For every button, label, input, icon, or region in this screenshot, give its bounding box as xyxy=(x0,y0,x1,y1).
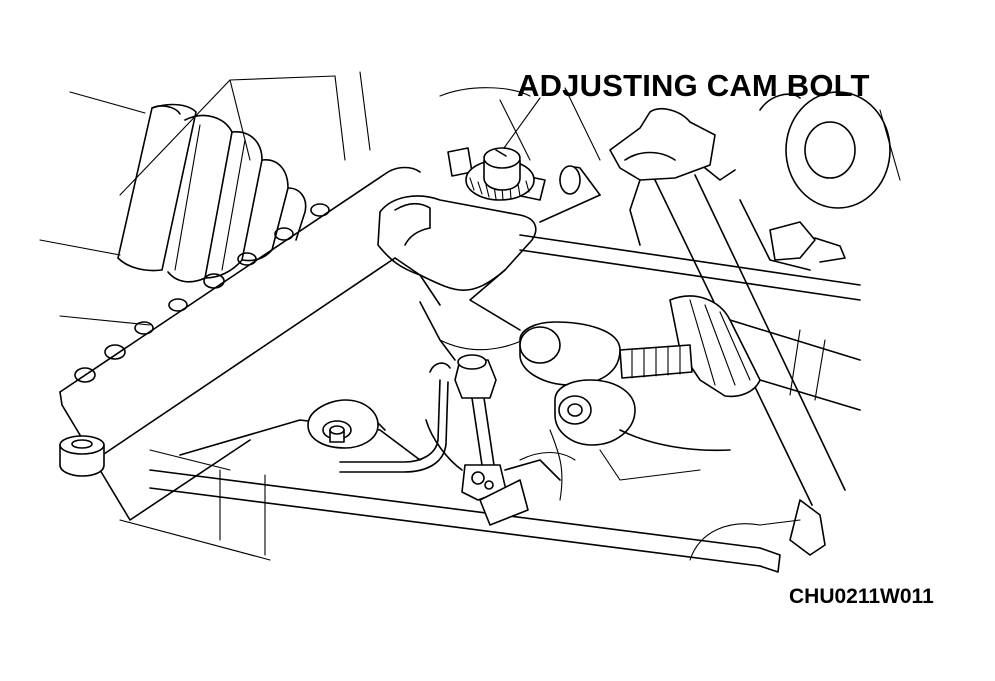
lower-arm xyxy=(149,404,781,573)
steering-rack-boot xyxy=(669,295,861,411)
callout-leader-line xyxy=(503,97,541,149)
figure-code: CHU0211W011 xyxy=(789,585,934,608)
link-bracket xyxy=(479,451,576,526)
crossmember xyxy=(59,166,421,521)
frame-mount xyxy=(59,435,105,477)
lower-right-structure xyxy=(549,429,801,561)
stabilizer-link xyxy=(339,354,507,501)
upper-arm-rod xyxy=(519,165,861,301)
driveshaft-boot xyxy=(117,103,307,283)
adjusting-cam-bolt xyxy=(447,147,546,201)
wheel-hub xyxy=(739,91,901,271)
lower-arm-bushing xyxy=(307,399,379,449)
tie-rod-end xyxy=(519,321,693,446)
adjusting-cam-bolt-label: ADJUSTING CAM BOLT xyxy=(517,68,870,103)
knuckle-bracket xyxy=(377,195,541,361)
background-outlines xyxy=(39,71,601,561)
